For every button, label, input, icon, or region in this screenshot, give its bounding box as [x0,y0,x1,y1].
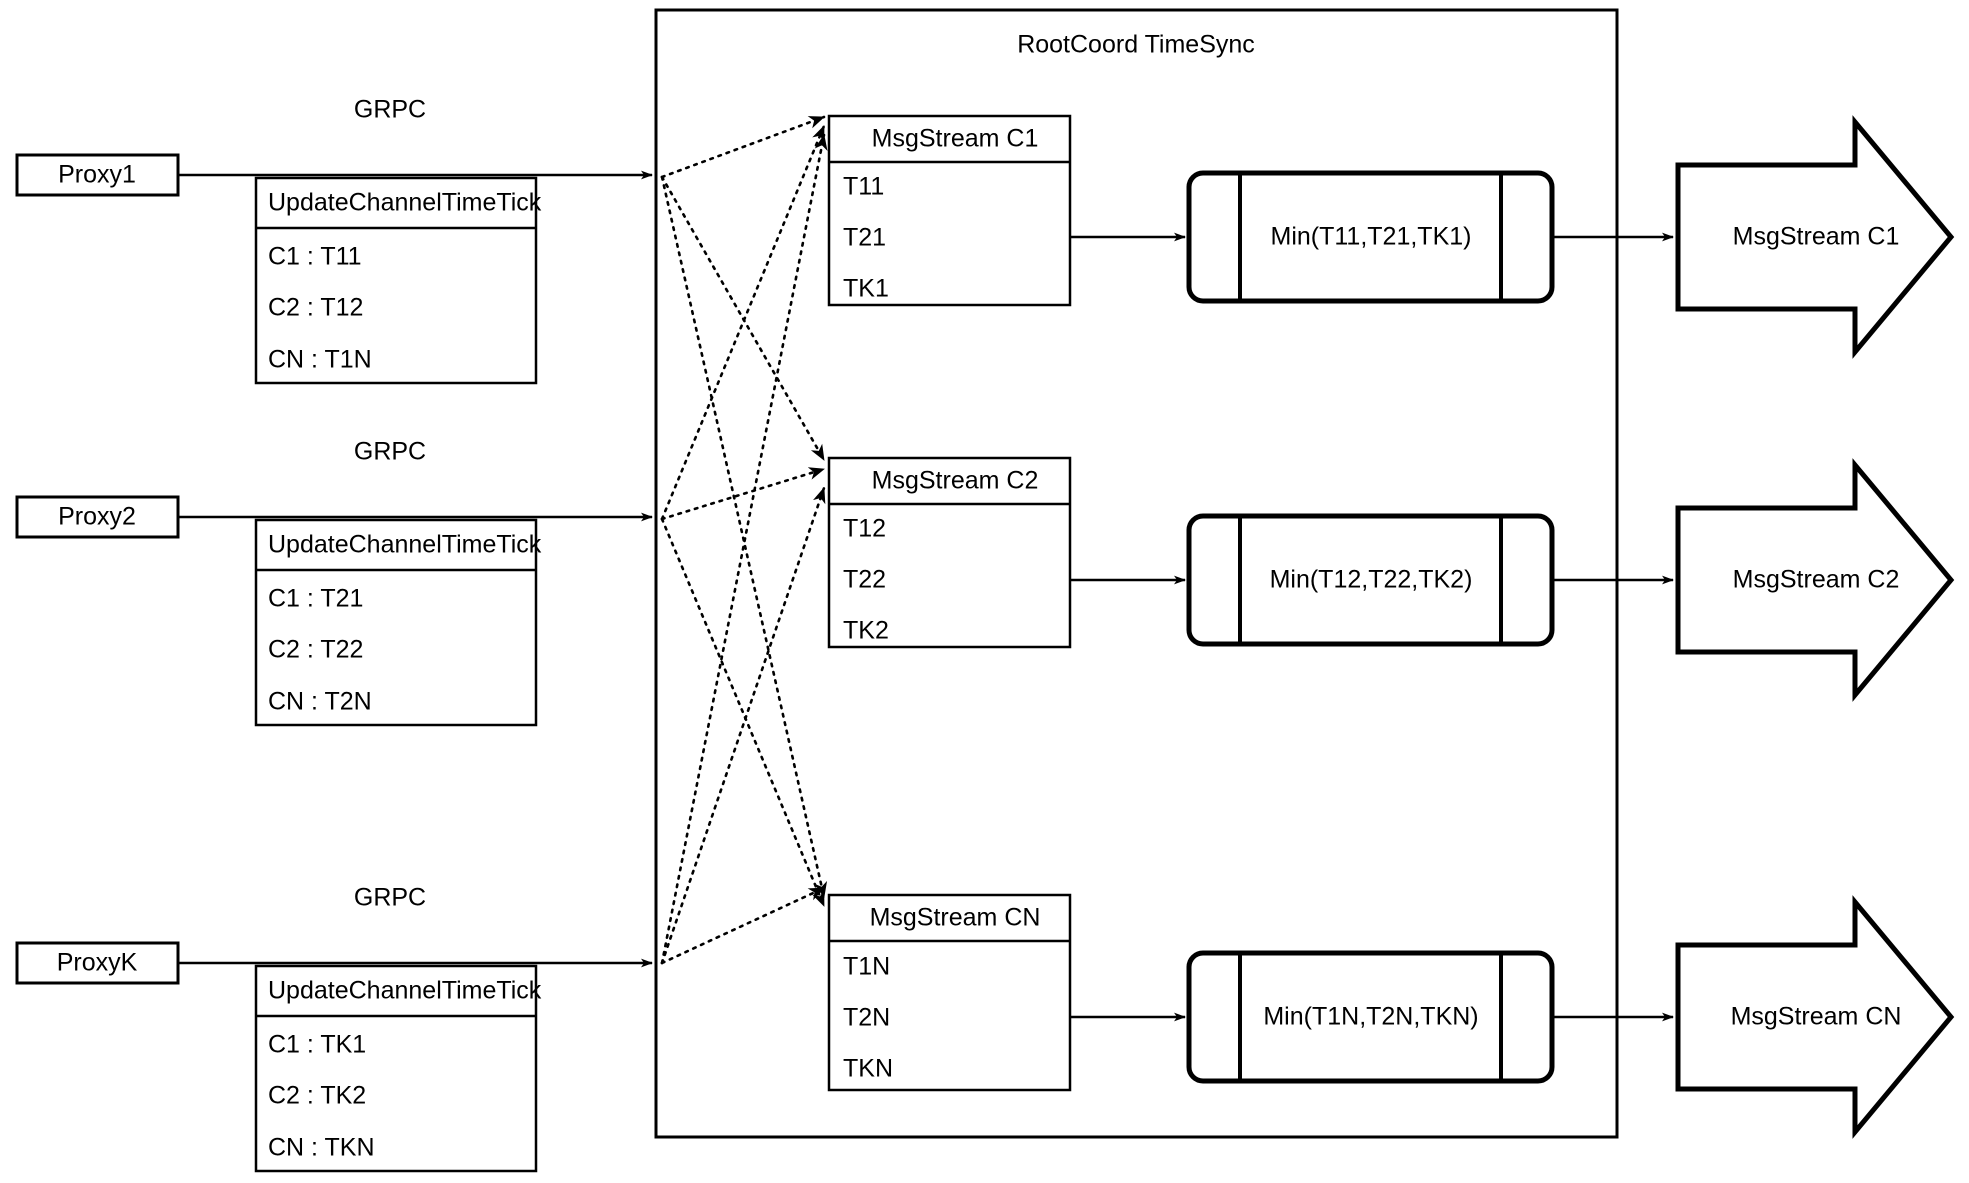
request-header-3: UpdateChannelTimeTick [268,976,542,1005]
msgstream-tick-1-1: T21 [843,223,887,252]
msgstream-tick-1-0: T11 [843,172,885,201]
grpc-label-1: GRPC [353,95,427,124]
msgstream-tick-1-2: TK1 [843,274,889,303]
dispatch-line-pk-c2 [660,486,826,965]
msgstream-header-2: MsgStream C2 [871,466,1039,495]
msgstream-tick-3-0: T1N [843,952,891,981]
request-entry-2-0: C1 : T21 [268,584,364,613]
msgstream-tick-3-1: T2N [843,1003,891,1032]
request-entry-2-1: C2 : T22 [268,635,364,664]
msgstream-header-3: MsgStream CN [869,903,1041,932]
dispatch-line-pk-cn [660,886,826,965]
rootcoord-container [654,8,1619,1139]
request-entry-1-1: C2 : T12 [268,293,364,322]
grpc-label-3: GRPC [353,883,427,912]
request-entry-1-2: CN : T1N [268,345,372,374]
grpc-label-2: GRPC [353,437,427,466]
min-process-label-1: Min(T11,T21,TK1) [1270,222,1472,251]
proxy-label-3[interactable]: ProxyK [56,948,138,977]
dispatch-line-p2-c2 [660,467,826,521]
request-entry-2-2: CN : T2N [268,687,372,716]
request-header-2: UpdateChannelTimeTick [268,530,542,559]
request-entry-3-2: CN : TKN [268,1133,375,1162]
dispatch-line-p1-c1 [660,115,826,179]
container-title: RootCoord TimeSync [1017,30,1255,59]
output-label-1: MsgStream C1 [1732,222,1900,251]
msgstream-tick-3-2: TKN [843,1054,893,1083]
request-header-1: UpdateChannelTimeTick [268,188,542,217]
request-entry-3-0: C1 : TK1 [268,1030,367,1059]
dispatch-line-p2-cn [660,517,826,908]
msgstream-tick-2-0: T12 [843,514,887,543]
proxy-label-2[interactable]: Proxy2 [58,502,136,531]
min-process-label-3: Min(T1N,T2N,TKN) [1263,1002,1479,1031]
msgstream-tick-2-2: TK2 [843,616,889,645]
msgstream-header-1: MsgStream C1 [871,124,1039,153]
output-label-3: MsgStream CN [1730,1002,1902,1031]
request-entry-1-0: C1 : T11 [268,242,362,271]
msgstream-tick-2-1: T22 [843,565,887,594]
dispatch-line-p1-cn [660,175,828,899]
dispatch-line-p1-c2 [660,175,826,462]
proxy-label-1[interactable]: Proxy1 [58,160,136,189]
min-process-label-2: Min(T12,T22,TK2) [1269,565,1473,594]
output-label-2: MsgStream C2 [1732,565,1900,594]
request-entry-3-1: C2 : TK2 [268,1081,367,1110]
dispatch-line-pk-c1 [660,133,828,965]
dispatch-line-p2-c1 [660,124,826,521]
